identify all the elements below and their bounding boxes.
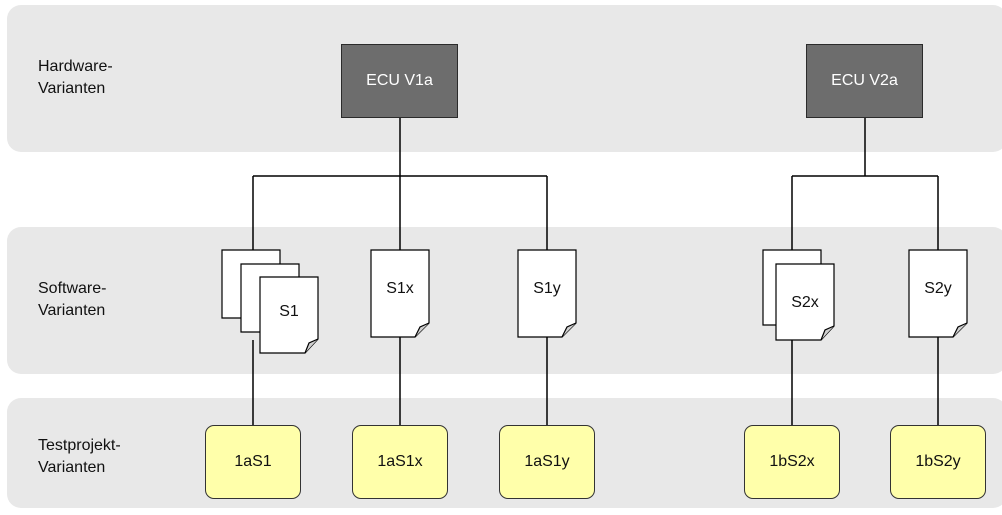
testproject-1bS2y-box: 1bS2y bbox=[890, 425, 986, 499]
software-s1-label: S1 bbox=[279, 303, 299, 320]
testproject-1aS1-box: 1aS1 bbox=[205, 425, 301, 499]
software-s2x-label: S2x bbox=[791, 294, 819, 311]
testproject-variants-label: Testprojekt- Varianten bbox=[38, 437, 121, 476]
software-s1y-label: S1y bbox=[533, 280, 561, 297]
ecu-v2a-box: ECU V2a bbox=[806, 44, 923, 118]
testproject-1bS2x-box: 1bS2x bbox=[744, 425, 840, 499]
software-band bbox=[7, 227, 1002, 374]
ecu-v1a-box: ECU V1a bbox=[341, 44, 458, 118]
testproject-1aS1y-box: 1aS1y bbox=[499, 425, 595, 499]
software-s1x-label: S1x bbox=[386, 280, 414, 297]
connector-lines bbox=[252, 118, 939, 425]
testproject-1aS1x-box: 1aS1x bbox=[352, 425, 448, 499]
software-variants-label: Software- Varianten bbox=[38, 280, 107, 319]
software-s2y-label: S2y bbox=[924, 280, 952, 297]
hardware-variants-label: Hardware- Varianten bbox=[38, 58, 113, 97]
